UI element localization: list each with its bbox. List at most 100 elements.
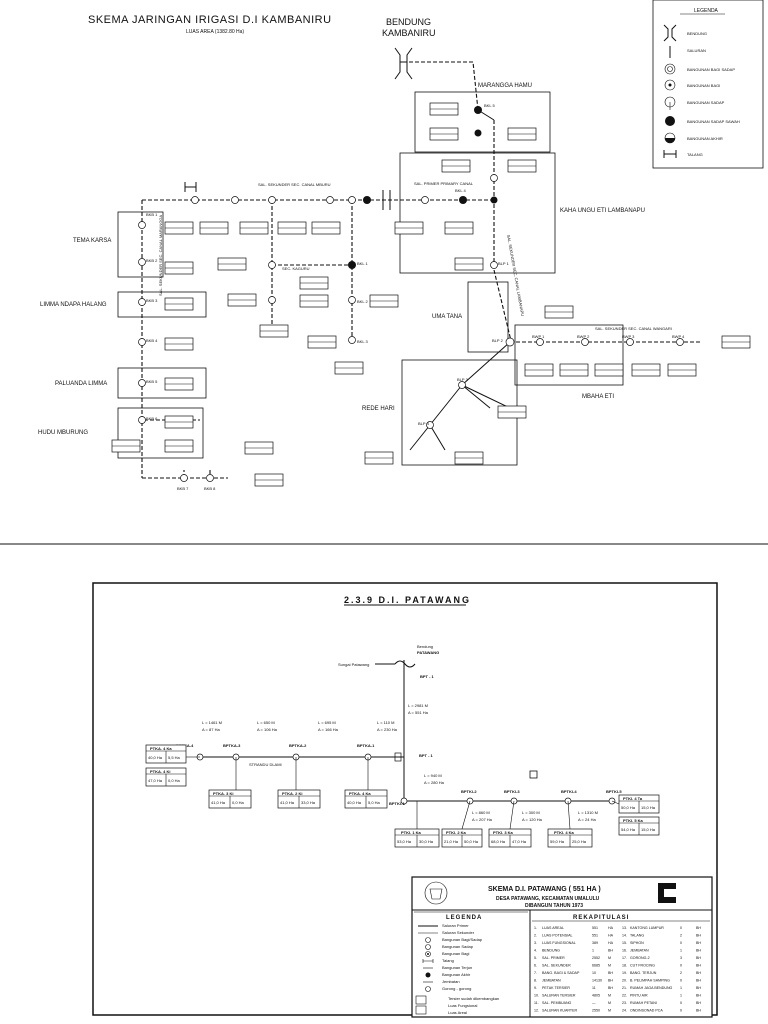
- rekap-value: 1: [680, 986, 682, 990]
- svg-text:59,0 Ha: 59,0 Ha: [550, 839, 565, 844]
- area-box-limma: [117, 291, 207, 318]
- node-marker: [490, 174, 498, 182]
- legend-bagi: Bangunan Bagi: [442, 951, 469, 956]
- bendung-icon: [394, 47, 413, 80]
- bptki2-length: L = 860 M: [472, 810, 490, 815]
- rekap-value: 0: [680, 979, 682, 983]
- node-marker: [348, 196, 356, 204]
- svg-text:41,0 Ha: 41,0 Ha: [211, 800, 226, 805]
- rekap-no: 22.: [622, 994, 627, 998]
- rekap-value: —: [592, 1001, 596, 1005]
- node-label-bkb5: BKB 5: [146, 379, 158, 384]
- bptka3-label: BPTKA-3: [223, 743, 241, 748]
- ptki5-ka-box: PTKI. 5 Ka 54,0 Ha 15,0 Ha: [618, 816, 660, 836]
- svg-text:PTKA. 4 Ki: PTKA. 4 Ki: [150, 769, 170, 774]
- rekap-value: 1: [592, 949, 594, 953]
- rekap-item: RUMAH JAGA BENDUNG: [630, 986, 673, 990]
- rekap-item: JEMBATAN: [630, 949, 649, 953]
- bptka1-area: A = 230 Ha: [377, 727, 398, 732]
- patawang-info-panel: SKEMA D.I. PATAWANG ( 551 HA ) DESA PATA…: [411, 876, 713, 1018]
- legend-terjun: Bangunan Terjun: [442, 965, 472, 970]
- bptka2-area: A = 166 Ha: [318, 727, 339, 732]
- svg-text:21,0 Ha: 21,0 Ha: [444, 839, 459, 844]
- rekap-no: 15.: [622, 941, 627, 945]
- rekap-value: 2550: [592, 1009, 600, 1013]
- node-label-bkl2: BKL 2: [357, 299, 369, 304]
- svg-text:15,0 Ha: 15,0 Ha: [641, 827, 656, 832]
- svg-text:PTKI. 5 Ka: PTKI. 5 Ka: [623, 818, 644, 823]
- area-label-marangga: MARANGGA HAMU: [478, 83, 532, 89]
- rekap-unit: BH: [696, 979, 701, 983]
- rekap-item: RUMAH PETANI: [630, 1001, 657, 1005]
- patawang-bpt-area: A = 551 Ha: [408, 710, 429, 715]
- bptka3-area: A = 106 Ha: [257, 727, 278, 732]
- rekap-unit: HA: [608, 934, 614, 938]
- ptki1-ka-box: PTKI. 1 Ka 53,0 Ha 30,0 Ha: [394, 828, 440, 848]
- node-label-bwp1: BWP 1: [532, 334, 545, 339]
- top-legend-title: LEGENDA: [694, 8, 719, 14]
- legend-item-akhir: BANGUNAN AKHIR: [687, 136, 723, 141]
- rekap-item: SAL. SEKUNDER: [542, 964, 571, 968]
- legend-areal: Luas Areal: [448, 1010, 467, 1015]
- area-box-kaha-ungu: [399, 152, 556, 274]
- node-marker: [426, 421, 434, 429]
- node-marker: [490, 261, 498, 269]
- rekap-no: 16.: [622, 949, 627, 953]
- rekap-unit: BH: [696, 1009, 701, 1013]
- legend-sekunder: Saluran Sekunder: [442, 930, 475, 935]
- node-label-bkb1: BKB 1: [146, 212, 158, 217]
- node-label-bkb8: BKB 8: [204, 486, 216, 491]
- rekap-item: TALANG: [630, 934, 644, 938]
- ptki4-ta-box: PTKI. 4 Ta 50,0 Ha 15,0 Ha: [618, 794, 660, 814]
- svg-text:PTKI. 4 Ta: PTKI. 4 Ta: [623, 796, 643, 801]
- svg-text:PTKA. 3 Ki: PTKA. 3 Ki: [213, 791, 233, 796]
- area-label-rede-hari: REDE HARI: [362, 406, 395, 412]
- patawang-marker-square: [529, 770, 538, 779]
- rekap-value: 2552: [592, 956, 600, 960]
- node-label-bkl5: BKL 5: [484, 103, 496, 108]
- area-label-uma-tana: UMA TANA: [432, 314, 462, 320]
- area-box-mbaha-eti: [514, 324, 624, 386]
- node-marker: [138, 379, 146, 387]
- patawang-weir-icon: [394, 660, 416, 668]
- rekap-no: 24.: [622, 1009, 627, 1013]
- rekap-value: 0: [680, 941, 682, 945]
- legend-item-sadap-sawah: BANGUNAN SADAP SAWAH: [687, 119, 740, 124]
- bendung-label-2: KAMBANIRU: [382, 28, 436, 38]
- node-label-blp4: BLP 4: [418, 421, 430, 426]
- bptki4-length: L = 1310 M: [578, 810, 598, 815]
- ptka4-ki-box: PTKA. 4 Ki 47,0 Ha 0,0 Ha: [145, 767, 187, 787]
- node-label-blp2: BLP 2: [492, 338, 504, 343]
- legend-item-bagi: BANGUNAN BAGI: [687, 83, 720, 88]
- ptka2-ki-box: PTKA. 2 Ki 41,0 Ha 33,0 Ha: [277, 789, 321, 809]
- patawang-talang-icon: [394, 752, 402, 762]
- rekap-value: 1: [680, 949, 682, 953]
- rekap-no: 8.: [534, 979, 537, 983]
- rekap-value: 551: [592, 926, 598, 930]
- patawang-schematic: 2.3.9 D.I. PATAWANG Bendung PATAWANG Sun…: [92, 582, 718, 1018]
- rekap-no: 10.: [534, 994, 539, 998]
- svg-text:PTKI. 4 Ka: PTKI. 4 Ka: [554, 830, 575, 835]
- primary-canal-head: [409, 61, 479, 111]
- node-marker: [459, 196, 467, 204]
- node-label-bkl3: BKL 3: [357, 339, 369, 344]
- ptka4-ka-box: PTKA. 4 Ka 40,0 Ha 5,5 Ha: [145, 744, 187, 764]
- info-title: SKEMA D.I. PATAWANG ( 551 HA ): [488, 886, 601, 893]
- bptki4-area: A = 24 Ha: [578, 817, 596, 822]
- bptki3-area: A = 120 Ha: [522, 817, 543, 822]
- channel-label-lambanapu: SAL. SEKUNDER SEC. CANAL LAMBANAPU: [506, 234, 525, 316]
- rekap-no: 19.: [622, 971, 627, 975]
- node-marker: [268, 296, 276, 304]
- node-group: [138, 106, 684, 482]
- legend-talang: Talang: [442, 958, 454, 963]
- node-marker: [626, 338, 634, 346]
- svg-text:41,0 Ha: 41,0 Ha: [280, 800, 295, 805]
- channel-label-wangari: SAL. SEKUNDER SEC. CANAL WANGARI: [595, 326, 672, 331]
- rekap-value: 4805: [592, 994, 600, 998]
- area-label-tema-karsa: TEMA KARSA: [73, 238, 111, 244]
- rekap-item: GORONG-2: [630, 956, 650, 960]
- rekap-item: BENDUNG: [542, 949, 560, 953]
- area-box-marangga: [414, 91, 551, 153]
- svg-text:40,0 Ha: 40,0 Ha: [148, 755, 163, 760]
